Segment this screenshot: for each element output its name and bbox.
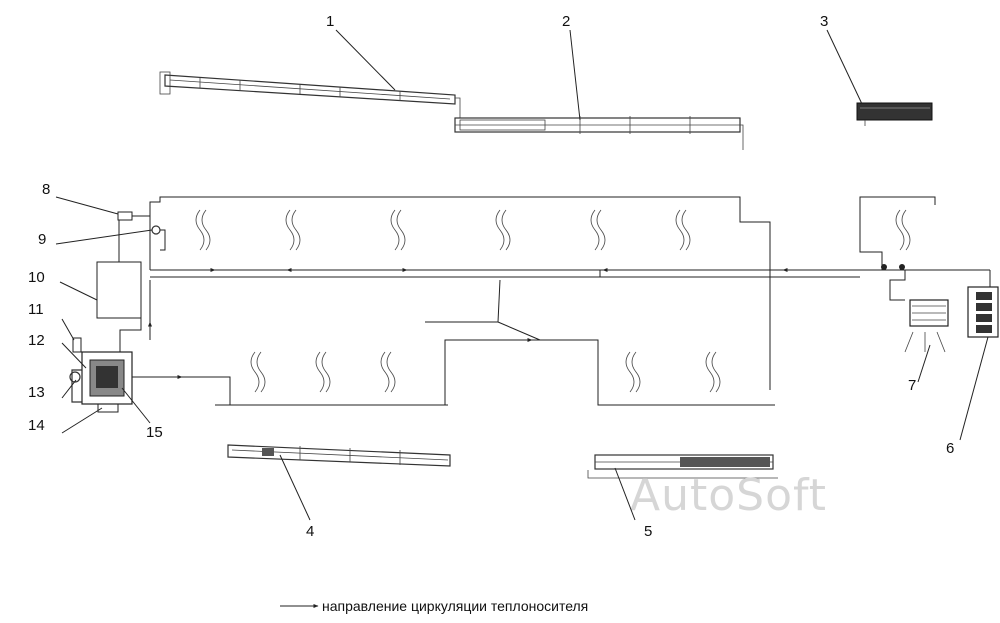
watermark: AutoSoft <box>630 470 827 521</box>
heater-1 <box>159 71 461 118</box>
callout-6: 6 <box>946 440 954 457</box>
callout-7: 7 <box>908 377 916 394</box>
callout-11: 11 <box>28 301 44 318</box>
legend: направление циркуляции теплоносителя <box>280 598 588 614</box>
callout-14: 14 <box>28 417 45 434</box>
callout-8: 8 <box>42 181 50 198</box>
left-unit-group <box>69 211 166 413</box>
legend-label: направление циркуляции теплоносителя <box>322 598 588 614</box>
heater-2 <box>454 116 744 150</box>
callout-1: 1 <box>326 13 334 30</box>
callout-4: 4 <box>306 523 314 540</box>
upper-loop <box>149 196 991 390</box>
callout-12: 12 <box>28 332 45 349</box>
callout-3: 3 <box>820 13 828 30</box>
callout-15: 15 <box>146 424 163 441</box>
callout-2: 2 <box>562 13 570 30</box>
heater-5 <box>587 454 778 479</box>
callout-13: 13 <box>28 384 45 401</box>
heater-4 <box>227 444 451 467</box>
heater-3 <box>856 102 933 126</box>
lower-loop <box>140 280 775 406</box>
heat-waves-lower <box>250 351 721 393</box>
callout-10: 10 <box>28 269 45 286</box>
heat-waves-upper <box>195 209 911 251</box>
leader-lines <box>55 29 989 521</box>
callout-9: 9 <box>38 231 46 248</box>
right-unit-group <box>881 264 999 353</box>
callout-labels: 1 2 3 6 7 8 9 10 11 12 13 14 15 4 5 <box>28 13 954 540</box>
callout-5: 5 <box>644 523 652 540</box>
